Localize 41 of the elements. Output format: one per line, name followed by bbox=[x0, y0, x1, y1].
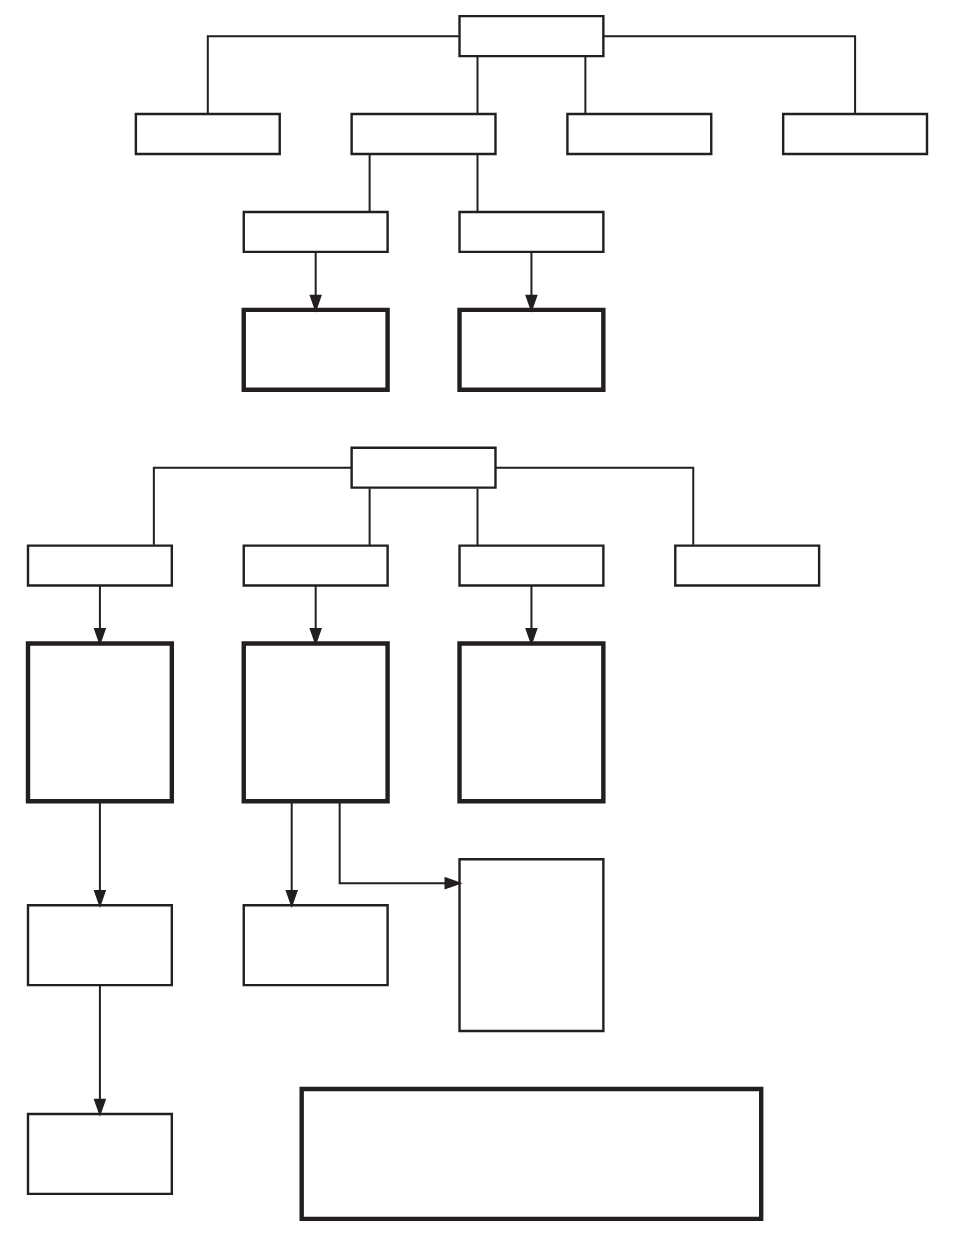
node-box bbox=[349, 112, 497, 156]
arrow bbox=[93, 984, 106, 1117]
node-box bbox=[565, 112, 712, 156]
node-box bbox=[457, 14, 605, 58]
node-box bbox=[457, 210, 605, 254]
node-box bbox=[457, 858, 605, 1033]
node-box bbox=[456, 307, 606, 392]
arrow bbox=[93, 800, 106, 908]
node-box bbox=[134, 112, 281, 156]
node-box bbox=[25, 641, 174, 804]
connector bbox=[476, 55, 478, 115]
node-box bbox=[456, 641, 606, 804]
node-box bbox=[781, 112, 928, 156]
arrow bbox=[524, 250, 538, 313]
connector bbox=[494, 466, 694, 546]
node-box bbox=[26, 1112, 173, 1196]
arrow bbox=[338, 800, 462, 890]
arrow bbox=[284, 800, 298, 908]
connector bbox=[368, 153, 371, 213]
connector bbox=[476, 153, 478, 213]
connector bbox=[476, 487, 478, 547]
connector bbox=[602, 35, 856, 115]
node-box bbox=[242, 210, 389, 254]
arrow bbox=[524, 585, 538, 646]
node-box bbox=[457, 544, 605, 587]
node-box bbox=[241, 307, 390, 392]
node-box bbox=[26, 904, 173, 987]
node-box bbox=[349, 446, 497, 489]
connector bbox=[368, 487, 371, 547]
arrow bbox=[308, 585, 322, 646]
node-box bbox=[241, 641, 390, 804]
node-box bbox=[242, 544, 389, 587]
arrow bbox=[308, 250, 322, 313]
connector bbox=[583, 55, 586, 115]
connector bbox=[152, 466, 352, 546]
node-box bbox=[299, 1086, 763, 1222]
node-box bbox=[26, 544, 173, 587]
connector bbox=[206, 35, 460, 115]
node-box bbox=[242, 904, 389, 987]
node-box bbox=[673, 544, 820, 587]
arrow bbox=[93, 585, 106, 646]
